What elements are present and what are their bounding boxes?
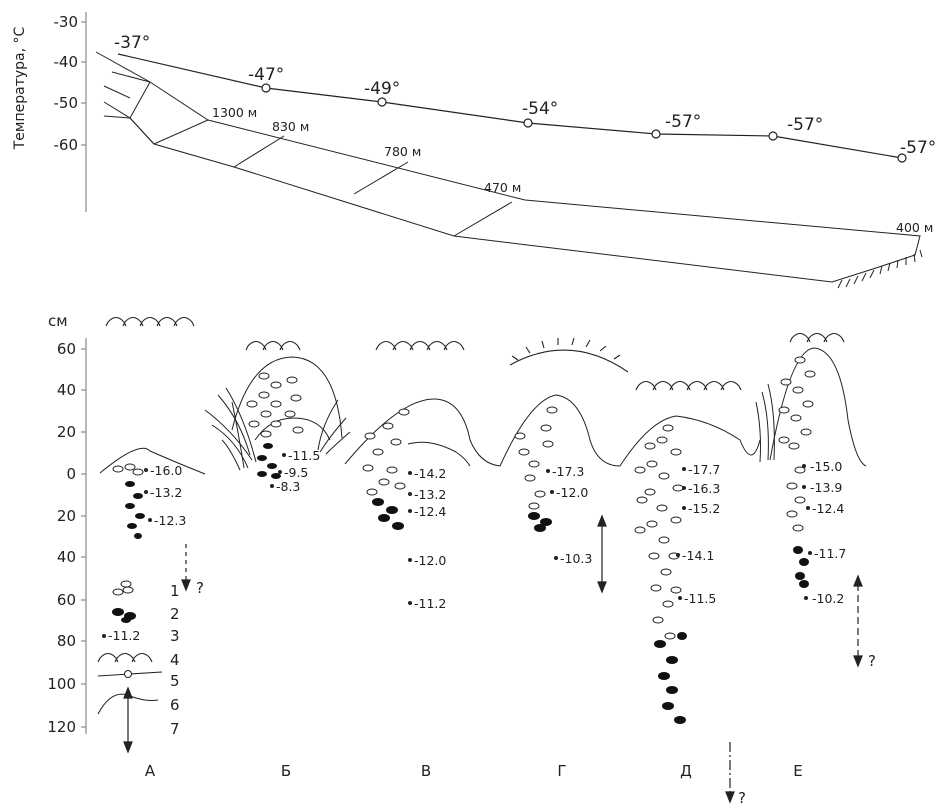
temp-label: -49° (364, 79, 400, 99)
vegetation-b (205, 388, 350, 470)
legend-item-number: 6 (170, 696, 180, 714)
profile-value: -15.2 (688, 501, 720, 516)
question-mark: ? (868, 652, 876, 670)
column-label: В (421, 762, 431, 780)
profile-value: -15.0 (810, 459, 842, 474)
profile-value: -12.4 (414, 504, 446, 519)
profile-value: -10.3 (560, 551, 592, 566)
column-label: Г (557, 762, 566, 780)
column-label: Б (281, 762, 291, 780)
profile-value: -13.9 (810, 480, 842, 495)
top-tick: -50 (54, 94, 79, 112)
profile-value: -8.3 (276, 479, 300, 494)
glacier-profile (96, 52, 922, 288)
surface-profile-b (232, 357, 342, 438)
profile-value: -17.3 (552, 464, 584, 479)
depth-hoar-crystals (113, 357, 815, 724)
altitude-label: 470 м (484, 180, 521, 195)
top-y-axis-label: Температура, °С (12, 27, 28, 151)
column-label: Д (680, 762, 692, 780)
profile-g: -17.3 -12.0 -10.3 (546, 464, 592, 566)
profile-value: -14.2 (414, 466, 446, 481)
top-tick: -40 (54, 53, 79, 71)
altitude-label: 780 м (384, 144, 421, 159)
temperature-labels: -37° -47° -49° -54° -57° -57° -57° (114, 33, 936, 158)
legend-item-number: 7 (170, 720, 180, 738)
legend-item-number: 2 (170, 605, 180, 623)
arrows (124, 516, 862, 802)
profile-a: -16.0 -13.2 -12.3 (144, 463, 186, 528)
column-label: Е (793, 762, 802, 780)
temp-label: -57° (665, 112, 701, 132)
column-label: А (145, 762, 156, 780)
profile-value: -16.3 (688, 481, 720, 496)
profile-value: -11.5 (288, 448, 320, 463)
altitude-label: 1300 м (212, 105, 257, 120)
legend: -11.2 1 2 3 4 5 6 7 (98, 581, 180, 738)
profile-value: -17.7 (688, 462, 720, 477)
profile-value: -10.2 (812, 591, 844, 606)
altitude-label: 830 м (272, 119, 309, 134)
bottom-tick: 20 (57, 507, 76, 525)
question-mark: ? (738, 789, 746, 807)
temp-label: -54° (522, 99, 558, 119)
bottom-tick: 120 (47, 718, 76, 736)
profile-value: -16.0 (150, 463, 182, 478)
top-y-ticks: -30 -40 -50 -60 (54, 13, 87, 154)
profile-value: -11.7 (814, 546, 846, 561)
bottom-y-unit: см (48, 312, 68, 330)
legend-item-number: 3 (170, 627, 180, 645)
profile-b: -11.5 -9.5 -8.3 (270, 448, 320, 494)
surface-profile-middle (345, 395, 760, 466)
profile-d: -17.7 -16.3 -15.2 -14.1 -11.5 (676, 462, 720, 606)
bottom-tick: 100 (47, 675, 76, 693)
bottom-y-ticks: 60 40 20 0 20 40 60 80 100 120 (47, 340, 86, 736)
legend-sample-value: -11.2 (108, 628, 140, 643)
legend-item-number: 1 (170, 582, 180, 600)
surface-hatch (106, 318, 844, 391)
bottom-tick: 0 (66, 465, 76, 483)
profile-value: -11.2 (414, 596, 446, 611)
profile-value: -12.4 (812, 501, 844, 516)
bottom-panel: см 60 40 20 0 20 40 60 80 100 120 (47, 312, 876, 807)
profile-value: -9.5 (284, 465, 308, 480)
bottom-tick: 60 (57, 340, 76, 358)
altitude-label: 400 м (896, 220, 933, 235)
column-labels: А Б В Г Д Е (145, 762, 803, 780)
top-panel: -30 -40 -50 -60 Температура, °С -37° -47… (12, 12, 936, 288)
bottom-tick: 40 (57, 548, 76, 566)
bottom-tick: 60 (57, 591, 76, 609)
profile-value: -12.0 (556, 485, 588, 500)
profile-value: -12.3 (154, 513, 186, 528)
top-tick: -30 (54, 13, 79, 31)
profile-value: -13.2 (150, 485, 182, 500)
profile-value: -14.1 (682, 548, 714, 563)
legend-item-number: 5 (170, 672, 180, 690)
profile-value: -13.2 (414, 487, 446, 502)
altitude-labels: 1300 м 830 м 780 м 470 м 400 м (212, 105, 933, 235)
bottom-tick: 40 (57, 381, 76, 399)
temp-label: -47° (248, 65, 284, 85)
question-mark: ? (196, 579, 204, 597)
bottom-tick: 80 (57, 632, 76, 650)
temp-label: -37° (114, 33, 150, 53)
profile-value: -11.5 (684, 591, 716, 606)
top-tick: -60 (54, 136, 79, 154)
legend-item-number: 4 (170, 651, 180, 669)
temp-label: -57° (900, 138, 936, 158)
snow-surface-profiles (100, 348, 866, 474)
temp-label: -57° (787, 115, 823, 135)
profile-value: -12.0 (414, 553, 446, 568)
profile-v: -14.2 -13.2 -12.4 -12.0 -11.2 (408, 466, 446, 611)
bottom-tick: 20 (57, 423, 76, 441)
